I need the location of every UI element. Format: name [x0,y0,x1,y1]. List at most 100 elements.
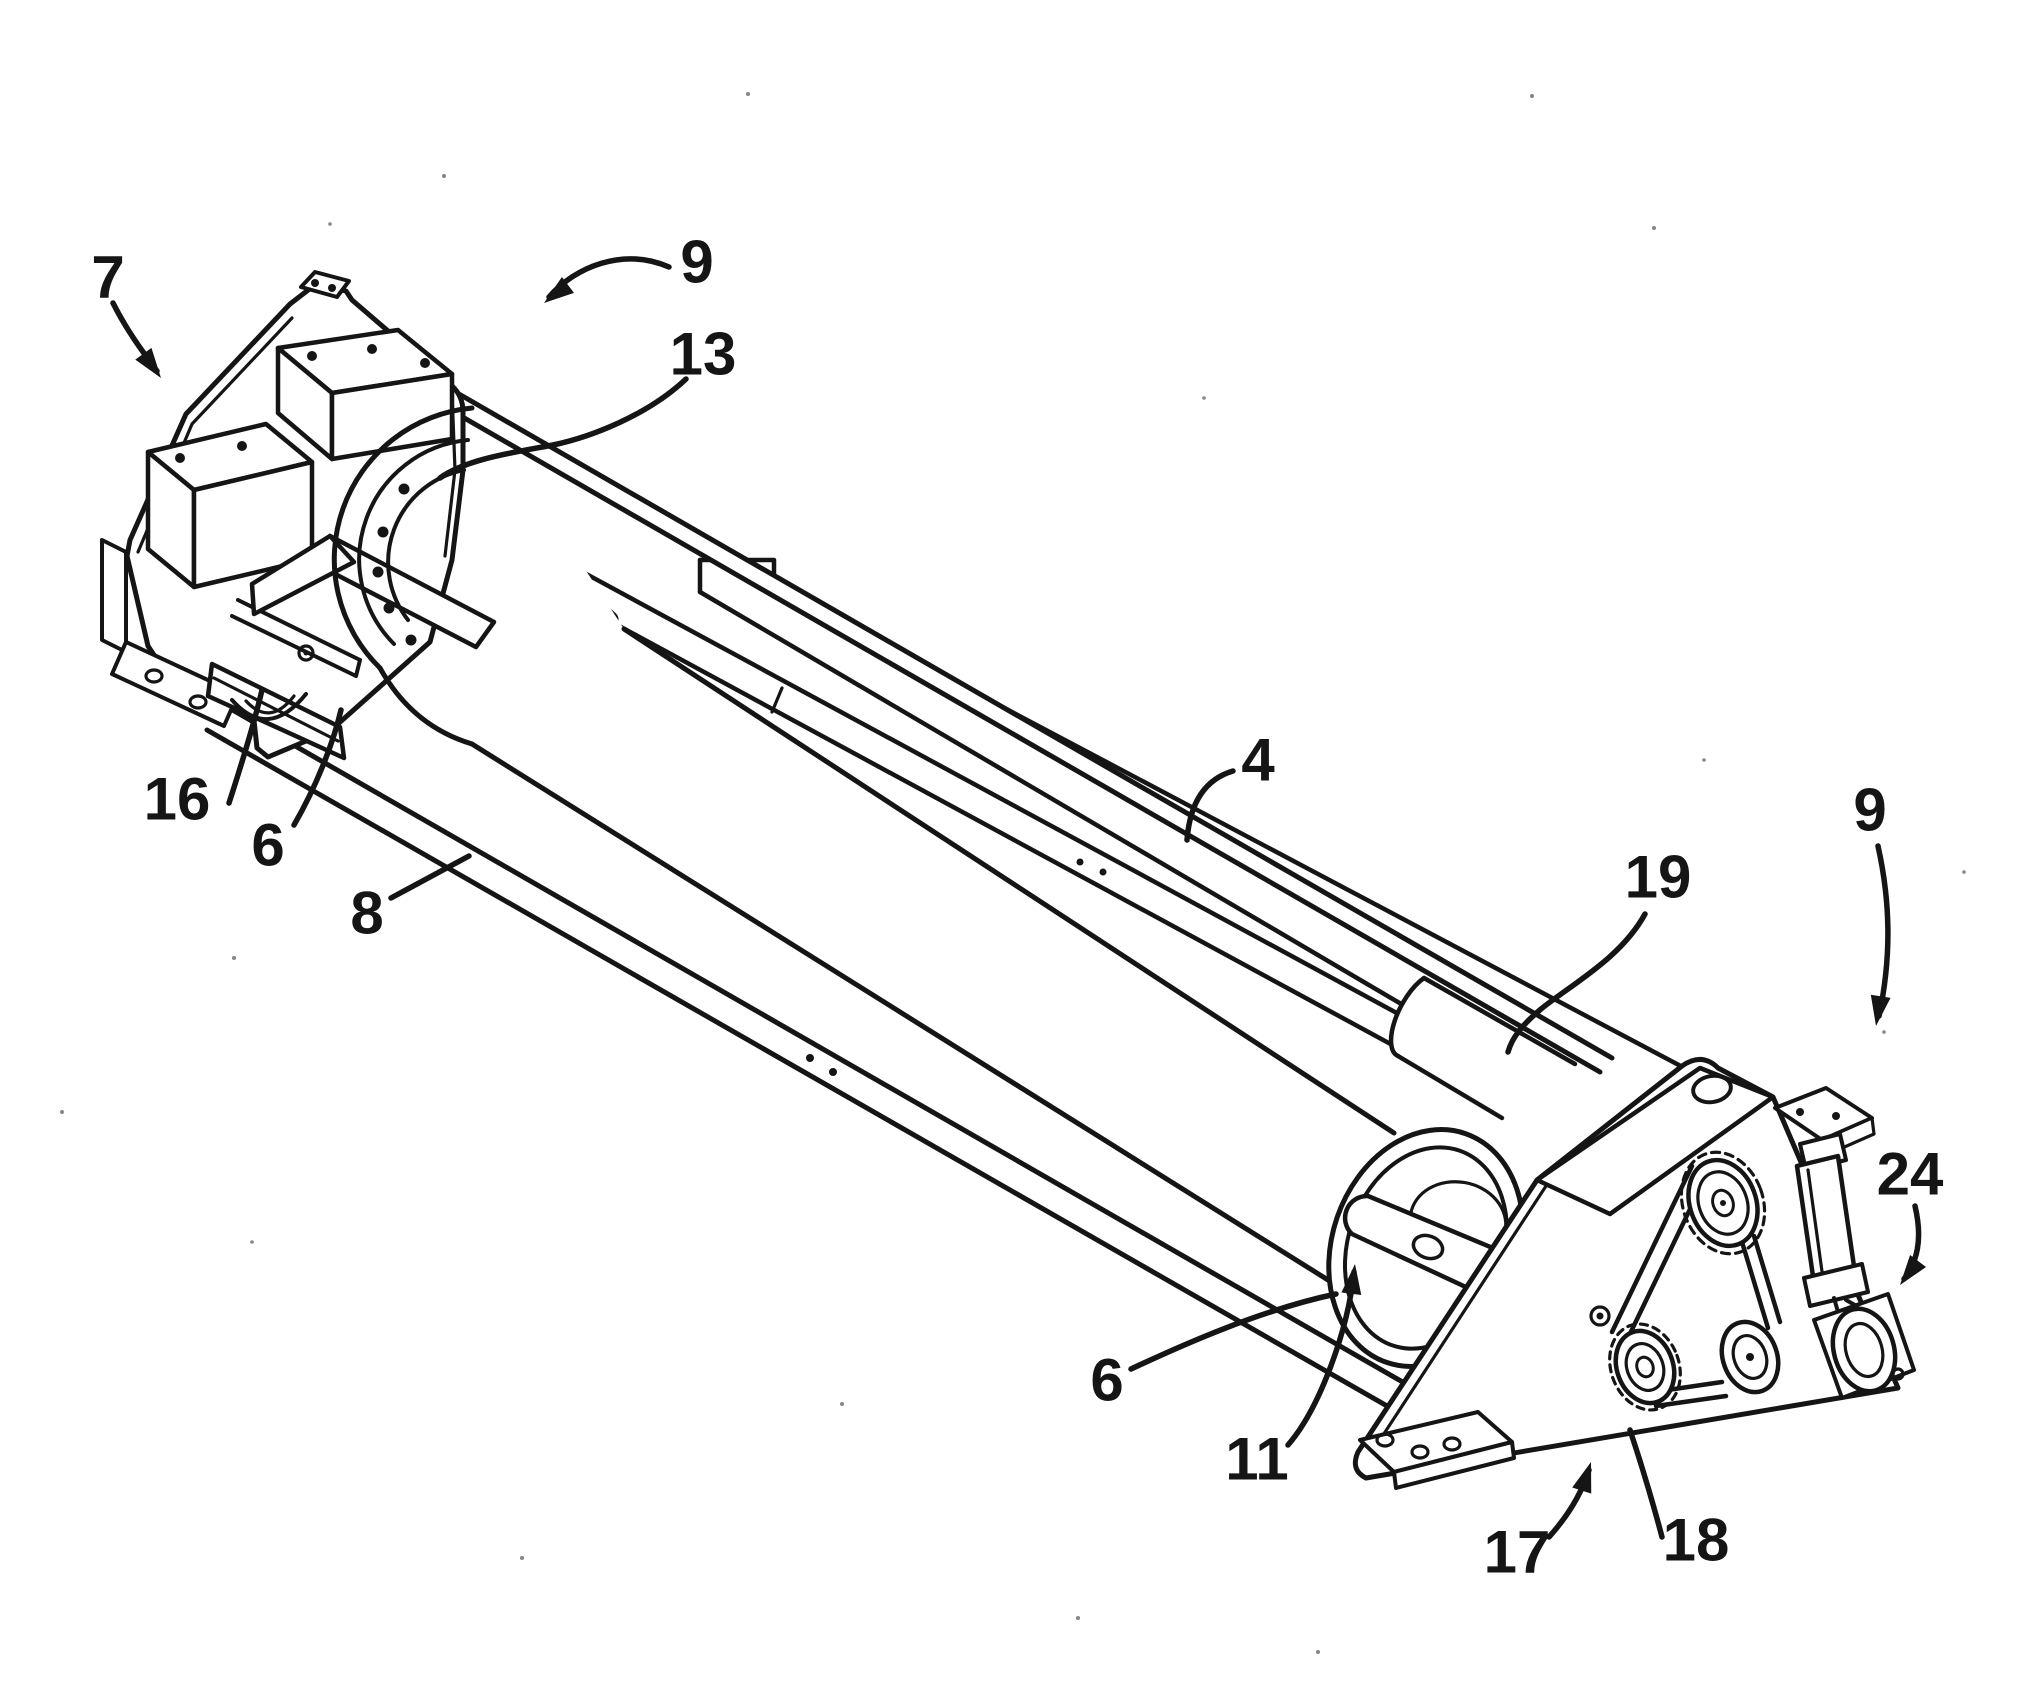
arrowhead-17 [1572,1462,1592,1494]
flange-arc-mid [357,438,470,646]
clamp-bar-body [501,530,1406,1048]
rail-rivet [806,1054,814,1062]
leader-19 [1505,911,1648,1055]
pulley-hub [1635,1355,1655,1379]
left-head-assembly [100,270,497,761]
guide-roller [1812,1292,1916,1400]
pressure-rod [1388,975,1578,1122]
gearbox-side [329,371,455,462]
ref-label-8: 8 [350,880,383,947]
tab-bolt [328,284,336,292]
bracket-bolt-hole [1891,1367,1905,1381]
gearbox-bolt [367,344,377,354]
belt-drive [1589,1132,1916,1412]
pulley-center [1746,1353,1754,1361]
ref-label-9-left: 9 [680,229,713,296]
gearbox-bolt [420,358,430,368]
front-rail [204,694,1423,1421]
bracket-bolt [1796,1108,1804,1116]
ref-label-19: 19 [1625,844,1692,911]
arrowhead-11 [1341,1264,1362,1295]
hub-boss [1411,1233,1445,1261]
idler-shaft-center [1596,1312,1604,1320]
flange-bolt [405,634,417,646]
pulley-inner [1624,1342,1666,1392]
rod-body [1391,978,1566,1122]
front-rail-upper-edge [207,694,1423,1395]
sprocket-teeth [1679,1150,1767,1256]
clamp-bar-upper-edge [502,527,1409,1021]
bracket-bolt [1832,1112,1840,1120]
ref-label-4: 4 [1241,727,1275,794]
arrowhead-9-left [544,276,574,303]
pulley-teeth [1608,1322,1682,1412]
left-foot-bolt-hole [144,668,164,684]
flange-bolt [372,566,384,578]
top-tab [299,270,351,299]
scan-speckles [60,92,1966,1654]
ref-label-11: 11 [1225,1426,1288,1493]
gearbox-upper [275,327,455,462]
clamp-bar-lower-edge [498,559,1401,1051]
leader-6-left [291,707,344,828]
tab-bolt [311,279,319,287]
front-rail-lower-edge [204,727,1411,1421]
right-plate-top-face [1534,1065,1776,1217]
top-rail-upper-edge [449,387,1615,1061]
ref-label-6-right: 6 [1090,1347,1123,1414]
ref-label-9-right: 9 [1853,777,1886,844]
ref-label-6-left: 6 [251,812,284,879]
roller-body [342,430,1466,1362]
motor-bolt [237,441,247,451]
left-foot-block [100,538,128,654]
right-foot-face [1392,1440,1516,1490]
pulley-inner [1731,1334,1769,1380]
rod-bottom-edge [1395,1053,1505,1121]
flange-bolt [377,526,389,538]
ref-label-17: 17 [1484,1519,1551,1586]
flange-bolt [398,483,410,495]
main-roller [342,430,1466,1362]
leader-4 [1184,768,1236,843]
sprocket-inner [1696,1170,1750,1236]
top-face-hole [1691,1073,1733,1105]
foot-bolt-hole [1410,1444,1430,1460]
base-channel-inner [212,676,340,743]
sheet-front-edge [697,589,1411,1011]
leader-6-right [1128,1291,1339,1372]
rod-top-edge [1421,975,1578,1067]
lower-left-pulley [1608,1322,1682,1412]
drum-shoulder [377,665,475,747]
top-rail [437,387,1615,1075]
flange-bolt [383,602,395,614]
rail-rivet [829,1068,837,1076]
arrowhead-7 [135,347,161,378]
ref-label-16: 16 [144,766,211,833]
arrowhead-9-right [1870,994,1891,1026]
belt-right-run [1739,1233,1783,1331]
lower-mid-pulley [1719,1319,1781,1395]
annotation-leaders [110,256,1927,1540]
leader-13 [437,376,689,481]
bearing-cradle-inner [244,694,296,715]
clamp-bar [498,527,1409,1051]
sprocket-center [1720,1200,1726,1206]
leader-18 [1627,1427,1665,1540]
tensioner-collar [1802,1262,1870,1308]
clamp-bar-rivet [1099,868,1107,876]
left-foot-bolt-hole [188,694,208,710]
ref-label-7: 7 [91,244,124,311]
roller-bottom-edge [469,741,1355,1298]
top-rail-body [440,390,1612,1072]
motor-bolt [175,453,185,463]
reference-numerals: 7 9 13 16 6 8 4 19 9 24 6 11 17 18 [91,229,1944,1586]
clamp-bar-joint-tick [770,686,784,714]
foot-bolt-hole [1442,1436,1462,1452]
gearbox-bolt [307,351,317,361]
roller-top-edge [621,626,1397,1136]
leader-16 [226,687,265,806]
roller-inner [1843,1321,1885,1379]
clamp-bar-rivet [1076,858,1084,866]
leader-9-right [1875,843,1891,1019]
